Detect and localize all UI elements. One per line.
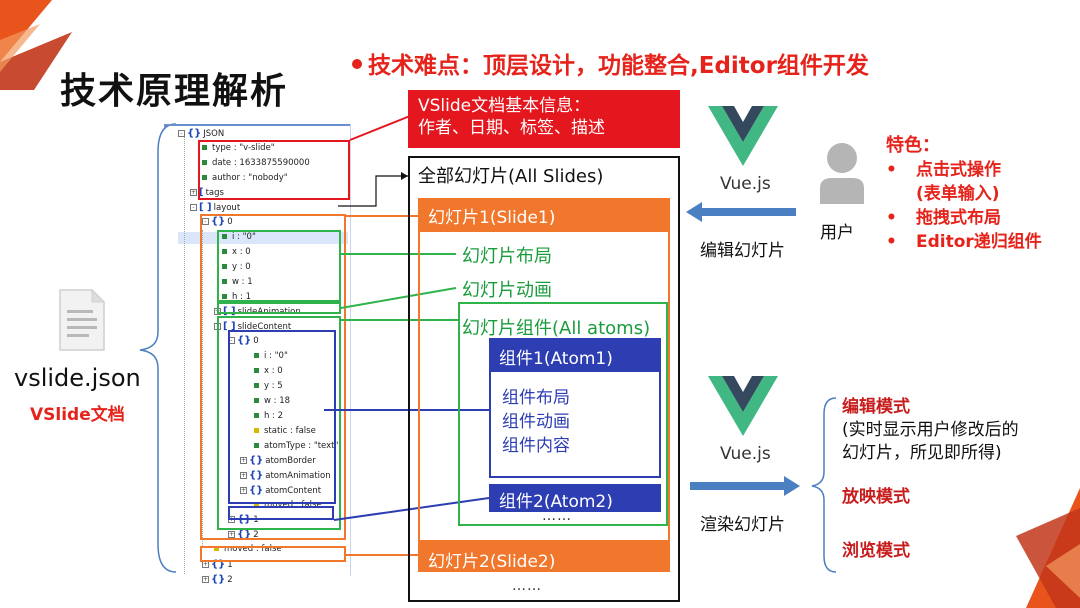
tree-node-layout-0[interactable]: -{}0 xyxy=(202,216,233,228)
page-title: 技术原理解析 xyxy=(60,71,289,112)
tree-node-content-2[interactable]: +{}2 xyxy=(228,529,259,540)
info-box-line2: 作者、日期、标签、描述 xyxy=(418,118,605,138)
tree-selection-highlight xyxy=(178,232,348,244)
edit-slides-label: 编辑幻灯片 xyxy=(700,241,785,261)
mode-edit: 编辑模式 xyxy=(842,397,910,417)
user-icon xyxy=(820,143,864,204)
tree-node-h[interactable]: h : 1 xyxy=(222,292,251,303)
atoms-tree-box xyxy=(217,316,341,530)
all-slides-title: 全部幻灯片(All Slides) xyxy=(418,166,604,187)
tree-node-w[interactable]: w : 1 xyxy=(222,277,253,288)
mode-play: 放映模式 xyxy=(842,487,910,507)
modes-list: 编辑模式 (实时显示用户修改后的 幻灯片，所见即所得) xyxy=(842,396,1019,465)
tree-node-content-y[interactable]: y : 5 xyxy=(254,381,283,392)
tree-node-content-i[interactable]: i : "0" xyxy=(254,351,288,362)
atoms-frame xyxy=(458,302,668,526)
tree-node-content-h[interactable]: h : 2 xyxy=(254,411,283,422)
user-label: 用户 xyxy=(820,223,854,243)
tree-outline-top xyxy=(164,124,350,128)
info-box: VSlide文档基本信息： 作者、日期、标签、描述 xyxy=(408,90,680,148)
slide-layout-label: 幻灯片布局 xyxy=(462,246,552,267)
mode-play-wrap: 放映模式 xyxy=(842,486,910,509)
tree-node-type[interactable]: type : "v-slide" xyxy=(202,143,275,154)
features-heading: 特色： xyxy=(886,135,940,156)
tree-node-content-w[interactable]: w : 18 xyxy=(254,396,290,407)
render-slides-label: 渲染幻灯片 xyxy=(700,515,785,535)
layout-tree-box xyxy=(217,230,341,302)
tree-node-content-moved[interactable]: moved : false xyxy=(254,500,322,511)
meta-highlight-box xyxy=(198,140,350,200)
atom2-header[interactable]: 组件2(Atom2) xyxy=(489,484,661,512)
tree-node-date[interactable]: date : 1633875590000 xyxy=(202,158,310,169)
tree-node-i[interactable]: i : "0" xyxy=(222,232,256,243)
feature-recursive: Editor递归组件 xyxy=(886,230,1042,254)
document-icon xyxy=(59,288,106,351)
mode-edit-desc2: 幻灯片，所见即所得) xyxy=(842,443,1002,463)
features-list: 特色： 点击式操作 (表单输入) 拖拽式布局 Editor递归组件 xyxy=(886,134,1042,254)
mode-browse: 浏览模式 xyxy=(842,541,910,561)
atom-layout-label: 组件布局 xyxy=(502,388,570,408)
tree-outline-right xyxy=(350,124,351,576)
atom-content-label: 组件内容 xyxy=(502,436,570,456)
tree-node-moved[interactable]: moved : false xyxy=(214,544,282,555)
tree-node-atom-content[interactable]: +{}atomContent xyxy=(240,485,322,496)
mode-edit-desc1: (实时显示用户修改后的 xyxy=(842,420,1019,440)
subtitle: 技术难点：顶层设计，功能整合,Editor组件开发 xyxy=(352,46,869,80)
tree-node-author[interactable]: author : "nobody" xyxy=(202,173,288,184)
atom-animation-label: 组件动画 xyxy=(502,412,570,432)
file-name: vslide.json xyxy=(14,364,141,392)
atom1-label: 组件1(Atom1) xyxy=(499,349,613,369)
slide1-tree-box xyxy=(200,214,346,540)
animation-tree-box xyxy=(217,302,341,314)
corner-decoration-top-left xyxy=(0,0,72,90)
feature-click: 点击式操作 xyxy=(886,158,1042,182)
tree-node-layout[interactable]: -[ ]layout xyxy=(190,202,240,214)
atom1-tree-box xyxy=(228,330,336,504)
slide1-header[interactable]: 幻灯片1(Slide1) xyxy=(418,198,670,232)
tree-node-content-x[interactable]: x : 0 xyxy=(254,366,283,377)
tree-root[interactable]: -{}JSON xyxy=(178,128,224,140)
corner-decoration-bottom-right xyxy=(1016,488,1080,608)
atoms-ellipsis: …… xyxy=(542,508,572,524)
tree-node-layout-2[interactable]: +{}2 xyxy=(202,574,233,585)
tree-node-x[interactable]: x : 0 xyxy=(222,247,251,258)
tree-node-content-atomtype[interactable]: atomType : "text" xyxy=(254,441,338,452)
atom1-header[interactable]: 组件1(Atom1) xyxy=(489,338,661,372)
all-slides-frame xyxy=(408,156,680,602)
vue-label-renderer: Vue.js xyxy=(720,444,771,464)
mode-browse-wrap: 浏览模式 xyxy=(842,540,910,563)
tree-node-y[interactable]: y : 0 xyxy=(222,262,251,273)
slides-ellipsis: …… xyxy=(512,578,542,594)
brace-bracket xyxy=(139,123,177,573)
atom2-tree-box xyxy=(228,506,334,520)
json-tree: -{}JSON type : "v-slide" date : 16338755… xyxy=(178,126,368,585)
info-box-line1: VSlide文档基本信息： xyxy=(418,96,591,116)
subtitle-text: 技术难点：顶层设计，功能整合,Editor组件开发 xyxy=(368,53,869,79)
slide2-header[interactable]: 幻灯片2(Slide2) xyxy=(418,542,670,572)
slide2-label: 幻灯片2(Slide2) xyxy=(428,552,556,572)
slide2-tree-box xyxy=(200,546,346,562)
vue-logo-icon xyxy=(708,376,778,436)
modes-brace xyxy=(811,397,837,573)
atom2-label: 组件2(Atom2) xyxy=(499,492,613,512)
edit-arrow-icon xyxy=(686,202,796,222)
tree-node-atom-border[interactable]: +{}atomBorder xyxy=(240,455,316,466)
slide1-label: 幻灯片1(Slide1) xyxy=(428,208,556,228)
feature-drag: 拖拽式布局 xyxy=(886,206,1042,230)
vue-logo-icon xyxy=(708,106,778,166)
tree-node-tags[interactable]: +[tags xyxy=(190,187,224,198)
file-caption: VSlide文档 xyxy=(30,405,125,425)
feature-click-sub: (表单输入) xyxy=(916,184,1000,204)
atoms-label: 幻灯片组件(All atoms) xyxy=(462,318,651,339)
tree-node-content-static[interactable]: static : false xyxy=(254,426,316,437)
bullet-dot xyxy=(352,58,362,69)
render-arrow-icon xyxy=(690,476,800,496)
vue-label-editor: Vue.js xyxy=(720,174,771,194)
tree-node-atom-animation[interactable]: +{}atomAnimation xyxy=(240,470,331,481)
slide-animation-label: 幻灯片动画 xyxy=(462,280,552,301)
atom1-details: 组件布局 组件动画 组件内容 xyxy=(502,386,570,458)
